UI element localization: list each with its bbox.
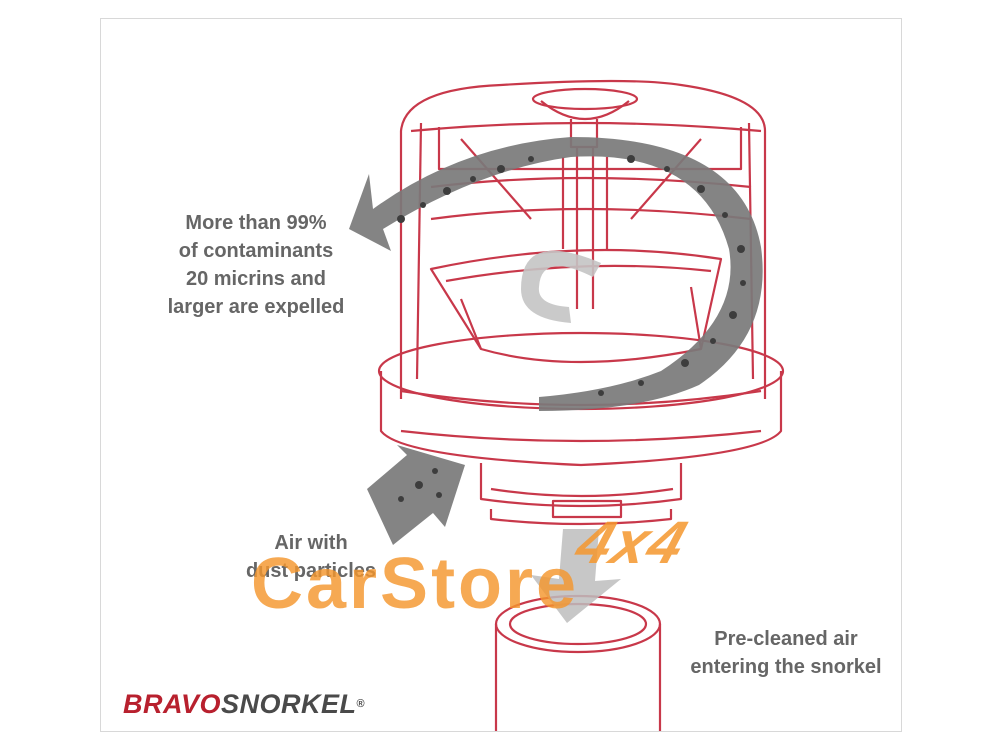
precleaner-dome [399,79,767,399]
precleaned-air-arrow [531,529,621,623]
base-collar [479,463,683,508]
brand-part-2: SNORKEL [221,689,357,719]
inner-airflow-arrow [521,250,601,323]
bravo-snorkel-logo: BRAVOSNORKEL® [123,689,365,719]
watermark-sub: 4x4 [568,509,697,576]
watermark-main: CarStore [251,544,580,624]
diagram-frame: More than 99% of contaminants 20 micrins… [100,18,902,732]
dust-air-label: Air with dust particles [245,532,377,582]
dust-particles [397,155,746,396]
spindle-cap [531,87,639,111]
brand-part-1: BRAVO [123,689,222,719]
registered-mark: ® [356,698,366,710]
precleaned-air-label: Pre-cleaned air entering the snorkel [690,628,882,678]
dust-air-inlet-arrow [367,445,465,545]
air-precleaner-diagram [349,79,785,731]
expelled-contaminants-label: More than 99% of contaminants 20 micrins… [167,212,345,318]
vane-bowl [429,248,723,364]
